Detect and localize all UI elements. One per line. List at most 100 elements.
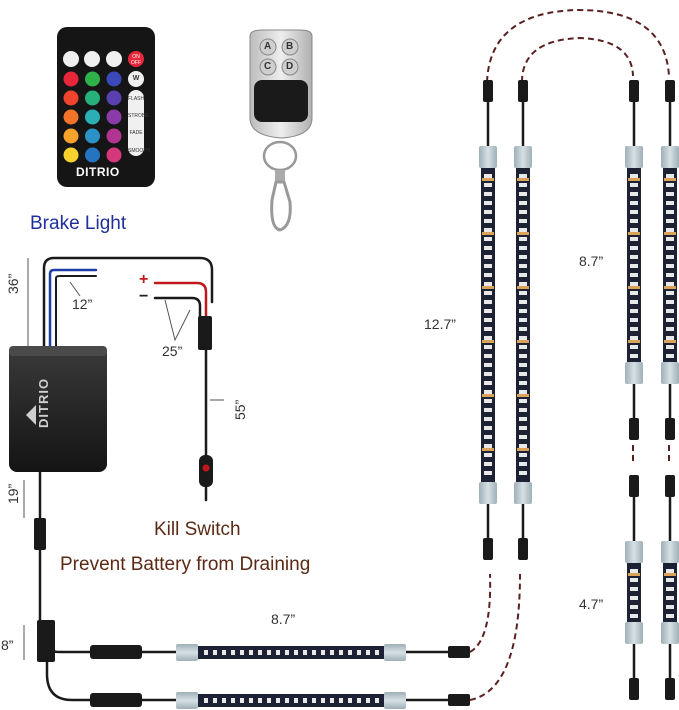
- link-outer: [486, 8, 670, 83]
- led-chip: [630, 336, 638, 340]
- rf-remote-speaker: [254, 80, 308, 122]
- length-brackets: [23, 258, 224, 660]
- color-button[interactable]: [85, 90, 100, 106]
- led-chip: [213, 698, 217, 703]
- strip-end-cap: [479, 482, 497, 504]
- color-button[interactable]: [63, 128, 79, 144]
- led-chip: [519, 426, 527, 430]
- led-resistor: [517, 448, 529, 451]
- bracket-12: [69, 281, 81, 297]
- led-chip: [666, 210, 674, 214]
- led-chip: [267, 650, 271, 655]
- control-box: [9, 346, 107, 472]
- led-chip: [630, 282, 638, 286]
- led-chip: [519, 381, 527, 385]
- strip-connector: [629, 475, 639, 497]
- strip-end-cap: [625, 622, 643, 644]
- color-button[interactable]: [85, 109, 100, 125]
- led-chip: [330, 698, 334, 703]
- led-resistor: [628, 340, 640, 343]
- led-chip: [666, 327, 674, 331]
- rf-key-c[interactable]: [259, 58, 277, 76]
- led-resistor: [517, 232, 529, 235]
- strip-connector: [665, 475, 675, 497]
- led-chip: [519, 372, 527, 376]
- strip-end-cap: [661, 541, 679, 563]
- color-button[interactable]: [63, 90, 79, 106]
- led-chip: [484, 399, 492, 403]
- length-12-label: 12”: [72, 296, 93, 312]
- led-chip: [630, 354, 638, 358]
- ir-remote: [57, 27, 155, 187]
- led-strip-12-7-b: [514, 80, 532, 560]
- led-chip: [519, 453, 527, 457]
- led-chip: [666, 192, 674, 196]
- led-chip: [630, 614, 638, 618]
- brightness-up-icon[interactable]: [84, 51, 100, 67]
- music-note-icon[interactable]: [106, 51, 122, 67]
- color-button[interactable]: [106, 128, 122, 144]
- led-chip: [484, 183, 492, 187]
- led-chip: [303, 650, 307, 655]
- prevent-battery-label: Prevent Battery from Draining: [60, 554, 311, 575]
- led-chip: [666, 219, 674, 223]
- led-chip: [321, 698, 325, 703]
- led-chip: [285, 698, 289, 703]
- color-button[interactable]: [85, 147, 100, 163]
- color-button[interactable]: [63, 147, 79, 163]
- led-chip: [666, 228, 674, 232]
- led-strip-8-7-b: [661, 80, 679, 440]
- rf-key-d[interactable]: [281, 58, 299, 76]
- led-chip: [484, 228, 492, 232]
- color-button[interactable]: [85, 128, 100, 144]
- color-button[interactable]: [85, 71, 100, 87]
- led-chip: [484, 381, 492, 385]
- color-button[interactable]: [63, 71, 79, 87]
- strip-end-cap: [625, 146, 643, 168]
- power-button-label: ON OFF: [131, 54, 141, 66]
- led-chip: [484, 291, 492, 295]
- led-chip: [519, 282, 527, 286]
- led-chip: [484, 471, 492, 475]
- kill-switch-led-icon: [202, 464, 210, 472]
- color-button[interactable]: [63, 109, 79, 125]
- led-chip: [630, 578, 638, 582]
- led-chip: [276, 650, 280, 655]
- led-chip: [484, 237, 492, 241]
- led-chip: [519, 417, 527, 421]
- led-chip: [240, 698, 244, 703]
- led-chip: [519, 210, 527, 214]
- led-strip-8-7-bottom-b: [176, 692, 406, 709]
- led-chip: [294, 650, 298, 655]
- led-resistor: [664, 286, 676, 289]
- color-button[interactable]: [106, 90, 122, 106]
- rf-key-b[interactable]: [281, 38, 299, 56]
- led-resistor: [628, 573, 640, 576]
- led-chip: [666, 264, 674, 268]
- strip-connector: [665, 80, 675, 102]
- strip-end-cap: [479, 146, 497, 168]
- led-chip: [484, 354, 492, 358]
- led-chip: [666, 237, 674, 241]
- color-button[interactable]: [106, 109, 122, 125]
- led-chip: [240, 650, 244, 655]
- led-chip: [666, 255, 674, 259]
- led-chip: [630, 587, 638, 591]
- led-chip: [276, 698, 280, 703]
- led-resistor: [664, 178, 676, 181]
- white-button[interactable]: [128, 71, 144, 87]
- led-chip: [630, 327, 638, 331]
- rf-key-a[interactable]: [259, 38, 277, 56]
- led-chip: [666, 273, 674, 277]
- led-chip: [666, 336, 674, 340]
- strip-connector: [518, 538, 528, 560]
- led-chip: [267, 698, 271, 703]
- led-chip: [630, 264, 638, 268]
- led-chip: [666, 309, 674, 313]
- power-button[interactable]: [128, 51, 144, 67]
- brightness-down-icon[interactable]: [63, 51, 79, 67]
- color-button[interactable]: [106, 71, 122, 87]
- led-strip-12-7-a: [479, 80, 497, 560]
- color-button[interactable]: [106, 147, 122, 163]
